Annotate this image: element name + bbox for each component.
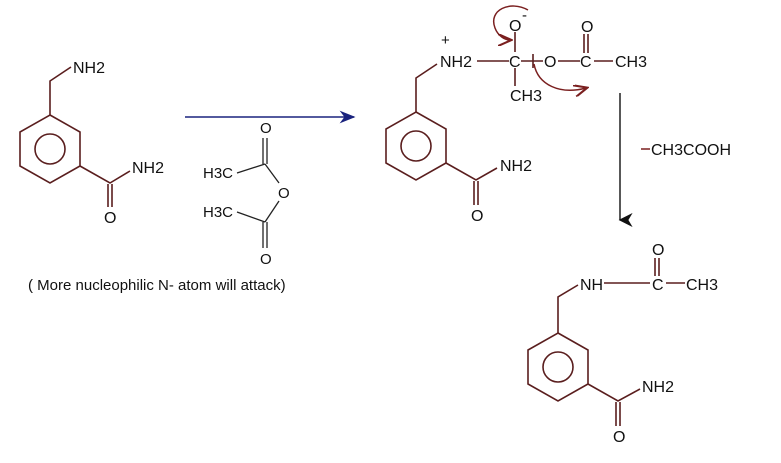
amine-label: NH2 [73,60,105,77]
oxide-label: O [509,18,521,35]
aromatic-circle [400,130,432,162]
reactant-molecule: NH2 NH2 O [19,60,164,227]
bond [264,200,280,223]
anhydride-top-methyl: H3C [203,165,233,182]
acyl-methyl: CH3 [686,277,718,294]
curved-arrow [492,5,529,40]
acyl-methyl: CH3 [615,54,647,71]
acyl-carbon: C [652,277,664,294]
aromatic-circle [542,351,574,383]
eliminated-acetic-acid: CH3COOH [651,142,731,159]
acetic-anhydride: O H3C O H3C O [203,120,290,268]
bond [236,163,266,174]
amide-bond [79,165,131,184]
anhydride-bottom-methyl: H3C [203,204,233,221]
amide-o-label: O [471,208,483,225]
plus-charge: + [441,32,450,49]
benzene-ring [527,332,589,402]
product-molecule: NH C O CH3 NH2 O [527,242,718,446]
amide-nh2-label: NH2 [642,379,674,396]
intermediate-molecule: + NH2 C O - CH3 O C O CH3 NH2 O [385,5,647,225]
note-text: ( More nucleophilic N- atom will attack) [28,277,286,294]
minus-charge: - [522,7,527,24]
amide-nh2-label: NH2 [132,160,164,177]
acyl-oxygen: O [652,242,664,259]
ammonium-label: NH2 [440,54,472,71]
central-carbon: C [509,54,521,71]
amide-o-label: O [104,210,116,227]
aromatic-circle [34,133,66,165]
anhydride-bridge-o: O [278,185,290,202]
benzene-ring [19,114,81,184]
ch2-bond [49,66,72,115]
amide-bond [445,162,498,181]
bond [264,163,280,184]
anhydride-top-o: O [260,120,272,137]
ester-oxygen: O [544,54,556,71]
methyl-label: CH3 [510,88,542,105]
amide-o-label: O [613,429,625,446]
acyl-oxygen: O [581,19,593,36]
acyl-carbon: C [580,54,592,71]
ch2-bond [557,284,579,333]
anhydride-bottom-o: O [260,251,272,268]
curved-arrow [533,63,586,90]
amide-nh2-label: NH2 [500,158,532,175]
ch2-bond [415,63,438,112]
benzene-ring [385,111,447,181]
bond [236,211,266,223]
amide-bond [587,383,641,402]
nh-label: NH [580,277,603,294]
